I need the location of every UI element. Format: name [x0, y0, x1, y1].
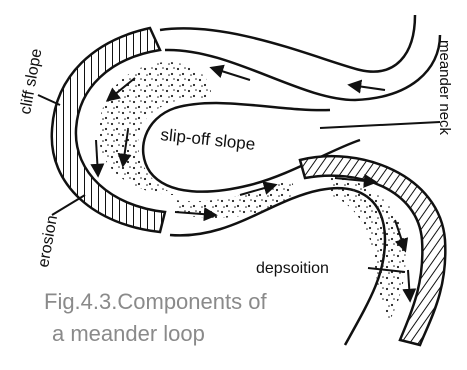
- flow-arrow-4: [96, 140, 98, 175]
- erosion-leader: [52, 195, 85, 215]
- slip-off-slope-label: slip-off slope: [160, 125, 257, 154]
- meander-neck-leader: [320, 122, 440, 128]
- deposition-mid: [175, 180, 294, 218]
- flow-arrow-1: [212, 68, 250, 80]
- deposition-lower: [330, 178, 406, 320]
- outer-bank-upper: [160, 15, 415, 72]
- deposition-label: depsoition: [256, 260, 329, 277]
- erosion-label: erosion: [35, 214, 61, 269]
- figure-caption-line2: a meander loop: [52, 321, 205, 346]
- flow-arrow-2: [350, 85, 385, 90]
- figure-caption-line1: Fig.4.3.Components of: [44, 289, 267, 314]
- flow-arrow-10: [408, 270, 410, 300]
- cliff-slope-label: cliff slope: [17, 47, 45, 115]
- meander-neck-label: meander neck: [436, 40, 453, 136]
